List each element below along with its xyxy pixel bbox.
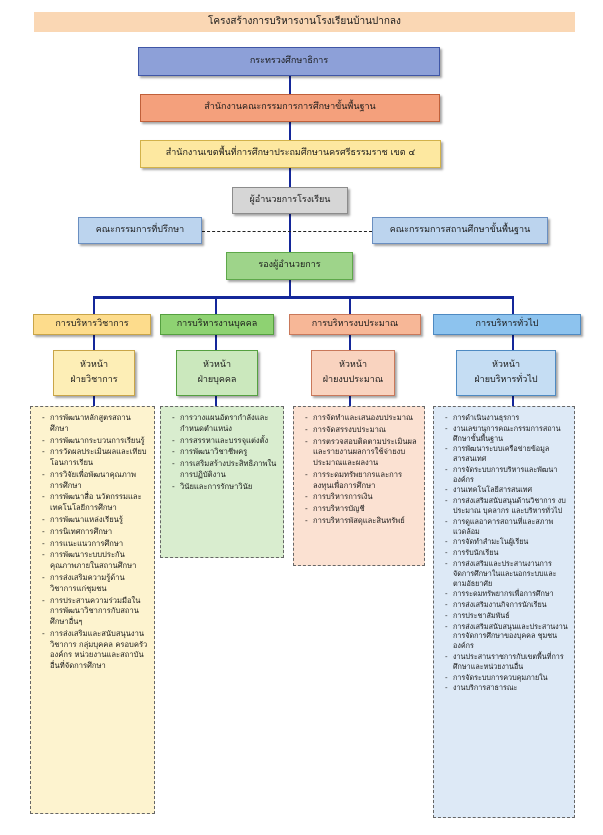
head-personnel-box: หัวหน้า ฝ่ายบุคคล bbox=[176, 350, 258, 396]
task-item: การพัฒนาระบบประกันคุณภาพภายในสถานศึกษา bbox=[42, 550, 148, 572]
task-item: การประชาสัมพันธ์ bbox=[445, 611, 568, 621]
task-item: การส่งเสริมและประสานงานการจัดการศึกษาในแ… bbox=[445, 559, 568, 588]
advisory-committee-label: คณะกรรมการที่ปรึกษา bbox=[95, 224, 185, 235]
dept-academic-box: การบริหารวิชาการ bbox=[33, 314, 151, 335]
task-item: การสรรหาและบรรจุแต่งตั้ง bbox=[172, 436, 277, 447]
connector-list4 bbox=[512, 396, 514, 406]
task-item: งานบริการสาธารณะ bbox=[445, 683, 568, 693]
task-item: การจัดทำและเสนองบประมาณ bbox=[305, 413, 418, 424]
task-item: การตรวจสอบติดตามประเมินผลและรายงานผลการใ… bbox=[305, 437, 418, 469]
connector-list3 bbox=[349, 396, 351, 406]
ministry-box: กระทรวงศึกษาธิการ bbox=[138, 47, 440, 76]
head-budget-line1: หัวหน้า bbox=[338, 359, 368, 370]
deputy-director-box: รองผู้อำนวยการ bbox=[226, 252, 353, 280]
head-budget-box: หัวหน้า ฝ่ายงบประมาณ bbox=[311, 350, 395, 396]
connector-head3 bbox=[349, 335, 351, 350]
advisory-committee-box: คณะกรรมการที่ปรึกษา bbox=[78, 217, 202, 244]
head-personnel-line1: หัวหน้า bbox=[202, 359, 232, 370]
task-item: การจัดทำสำมะโนผู้เรียน bbox=[445, 537, 568, 547]
task-item: การระดมทรัพยากรเพื่อการศึกษา bbox=[445, 589, 568, 599]
connector-list2 bbox=[215, 396, 217, 406]
task-item: การบริหารพัสดุและสินทรัพย์ bbox=[305, 516, 418, 527]
task-item: การวางแผนอัตรากำลังและกำหนดตำแหน่ง bbox=[172, 413, 277, 435]
dept-general-label: การบริหารทั่วไป bbox=[475, 318, 539, 329]
connector-head1 bbox=[93, 335, 95, 350]
connector-dept2 bbox=[215, 296, 217, 314]
task-item: การส่งเสริมงานกิจการนักเรียน bbox=[445, 600, 568, 610]
task-item: การประสานความร่วมมือในการพัฒนาวิชาการกับ… bbox=[42, 596, 148, 628]
connector-bus bbox=[93, 296, 513, 299]
task-item: การระดมทรัพยากรและการลงทุนเพื่อการศึกษา bbox=[305, 470, 418, 492]
task-item: การพัฒนากระบวนการเรียนรู้ bbox=[42, 436, 148, 447]
task-item: การส่งเสริมสนับสนุนด้านวิชาการ งบประมาณ … bbox=[445, 496, 568, 516]
task-item: การวัดผลประเมินผลและเทียบโอนการเรียน bbox=[42, 447, 148, 469]
task-item: งานเลขานุการคณะกรรมการสถานศึกษาขั้นพื้นฐ… bbox=[445, 424, 568, 444]
connector-dept4 bbox=[512, 296, 514, 314]
ministry-label: กระทรวงศึกษาธิการ bbox=[249, 55, 329, 66]
connector-list1 bbox=[93, 396, 95, 406]
head-academic-line2: ฝ่ายวิชาการ bbox=[70, 375, 118, 385]
task-item: การดำเนินงานธุรการ bbox=[445, 413, 568, 423]
task-item: งานประสานราชการกับเขตพื้นที่การศึกษาและห… bbox=[445, 652, 568, 672]
task-item: การพัฒนาสื่อ นวัตกรรมและเทคโนโลยีการศึกษ… bbox=[42, 492, 148, 514]
task-item: การรับนักเรียน bbox=[445, 548, 568, 558]
task-item: การพัฒนาแหล่งเรียนรู้ bbox=[42, 515, 148, 526]
tasks-academic-list: การพัฒนาหลักสูตรสถานศึกษาการพัฒนากระบวนก… bbox=[30, 406, 155, 814]
task-item: การส่งเสริมความรู้ด้านวิชาการแก่ชุมชน bbox=[42, 573, 148, 595]
head-budget-line2: ฝ่ายงบประมาณ bbox=[322, 375, 384, 385]
task-item: การจัดสรรงบประมาณ bbox=[305, 425, 418, 436]
page-title: โครงสร้างการบริหารงานโรงเรียนบ้านปากลง bbox=[34, 12, 575, 32]
area-office-label: สำนักงานเขตพื้นที่การศึกษาประถมศึกษานครศ… bbox=[165, 148, 416, 159]
dept-budget-box: การบริหารงบประมาณ bbox=[289, 314, 421, 335]
head-academic-box: หัวหน้า ฝ่ายวิชาการ bbox=[53, 350, 135, 396]
task-item: การบริหารบัญชี bbox=[305, 504, 418, 515]
connector-head4 bbox=[512, 335, 514, 350]
head-general-line1: หัวหน้า bbox=[491, 359, 521, 370]
task-item: การส่งเสริมสนับสนุนและประสานงาน การจัดกา… bbox=[445, 622, 568, 651]
task-item: งานเทคโนโลยีสารสนเทศ bbox=[445, 485, 568, 495]
task-item: วินัยและการรักษาวินัย bbox=[172, 482, 277, 493]
head-general-line2: ฝ่ายบริหารทั่วไป bbox=[474, 375, 538, 385]
head-personnel-line2: ฝ่ายบุคคล bbox=[197, 375, 237, 385]
head-academic-line1: หัวหน้า bbox=[79, 359, 109, 370]
connector-dept3 bbox=[349, 296, 351, 314]
tasks-general-list: การดำเนินงานธุรการงานเลขานุการคณะกรรมการ… bbox=[433, 406, 575, 818]
deputy-director-label: รองผู้อำนวยการ bbox=[258, 260, 321, 271]
director-label: ผู้อำนวยการโรงเรียน bbox=[249, 194, 331, 205]
connector-head2 bbox=[215, 335, 217, 350]
task-item: การส่งเสริมและสนับสนุนงานวิชาการ กลุ่มบุ… bbox=[42, 629, 148, 672]
task-item: การจัดระบบการควบคุมภายใน bbox=[445, 673, 568, 683]
connector-dept1 bbox=[93, 296, 95, 314]
tasks-budget-list: การจัดทำและเสนองบประมาณการจัดสรรงบประมาณ… bbox=[293, 406, 425, 566]
dept-personnel-box: การบริหารงานบุคคล bbox=[160, 314, 274, 335]
school-board-label: คณะกรรมการสถานศึกษาขั้นพื้นฐาน bbox=[389, 224, 531, 235]
obec-box: สำนักงานคณะกรรมการการศึกษาขั้นพื้นฐาน bbox=[140, 94, 440, 122]
dept-budget-label: การบริหารงบประมาณ bbox=[311, 318, 399, 329]
task-item: การบริหารการเงิน bbox=[305, 492, 418, 503]
task-item: การวิจัยเพื่อพัฒนาคุณภาพการศึกษา bbox=[42, 470, 148, 492]
page-title-text: โครงสร้างการบริหารงานโรงเรียนบ้านปากลง bbox=[208, 15, 401, 27]
school-board-box: คณะกรรมการสถานศึกษาขั้นพื้นฐาน bbox=[372, 217, 548, 244]
head-general-box: หัวหน้า ฝ่ายบริหารทั่วไป bbox=[456, 350, 556, 396]
obec-label: สำนักงานคณะกรรมการการศึกษาขั้นพื้นฐาน bbox=[204, 102, 376, 113]
dept-personnel-label: การบริหารงานบุคคล bbox=[176, 318, 258, 329]
task-item: การพัฒนาวิชาชีพครู bbox=[172, 447, 277, 458]
task-item: การเสริมสร้างประสิทธิภาพในการปฏิบัติงาน bbox=[172, 459, 277, 481]
director-box: ผู้อำนวยการโรงเรียน bbox=[232, 187, 348, 214]
dept-general-box: การบริหารทั่วไป bbox=[433, 314, 581, 335]
area-office-box: สำนักงานเขตพื้นที่การศึกษาประถมศึกษานครศ… bbox=[140, 140, 441, 168]
task-item: การจัดระบบการบริหารและพัฒนาองค์กร bbox=[445, 465, 568, 485]
task-item: การพัฒนาระบบเครือข่ายข้อมูลสารสนเทศ bbox=[445, 444, 568, 464]
task-item: การพัฒนาหลักสูตรสถานศึกษา bbox=[42, 413, 148, 435]
dept-academic-label: การบริหารวิชาการ bbox=[55, 318, 129, 329]
task-item: การนิเทศการศึกษา bbox=[42, 527, 148, 538]
task-item: การดูแลอาคารสถานที่และสภาพแวดล้อม bbox=[445, 517, 568, 537]
tasks-personnel-list: การวางแผนอัตรากำลังและกำหนดตำแหน่งการสรร… bbox=[160, 406, 284, 558]
committee-connector bbox=[202, 231, 372, 232]
task-item: การแนะแนวการศึกษา bbox=[42, 539, 148, 550]
